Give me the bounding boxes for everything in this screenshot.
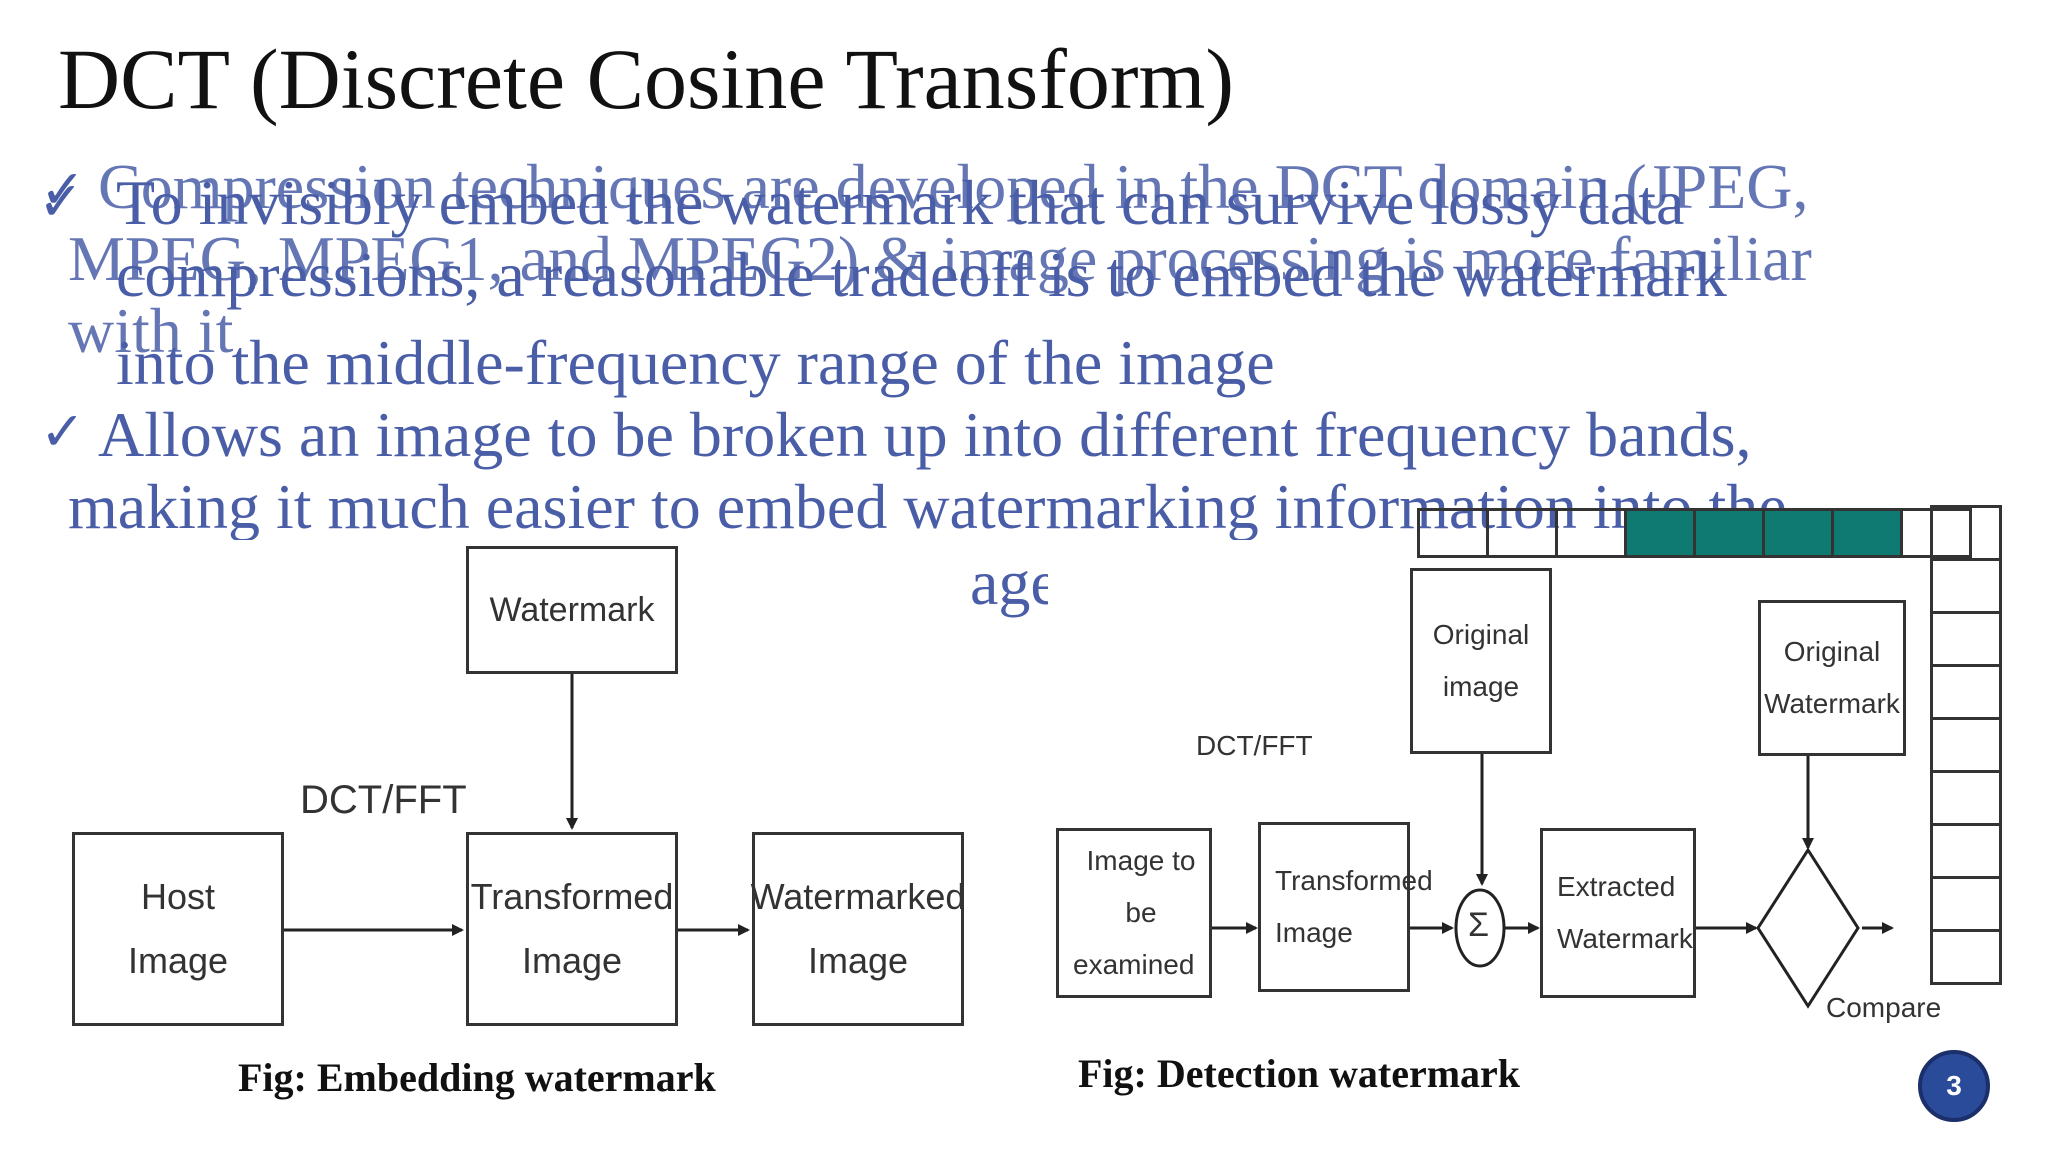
- sum-symbol: Σ: [1468, 906, 1490, 944]
- check-mark-icon: ✓: [40, 158, 86, 221]
- grid-top-row: [1417, 508, 1972, 558]
- check-mark-icon: ✓: [38, 170, 84, 233]
- bullet1-a-line2: MPEG, MPEG1, and MPEG2) & image processi…: [68, 223, 1812, 294]
- grid-cell: [1930, 770, 2002, 826]
- grid-cell: [1930, 505, 2002, 561]
- bullet1-b-line3: into the middle-frequency range of the i…: [116, 327, 1275, 398]
- check-mark-icon: ✓: [40, 400, 86, 463]
- bullet-area: ✓ ✓ Compression techniques are developed…: [0, 0, 2048, 540]
- detection-caption: Fig: Detection watermark: [1078, 1051, 1521, 1096]
- image-to-be-examined-line1: Image to be: [1086, 845, 1196, 928]
- host-image-line1: Host: [140, 876, 216, 917]
- embedding-dct-fft-label: DCT/FFT: [300, 778, 467, 822]
- grid-cell-teal: [1831, 508, 1903, 558]
- watermark-box: Watermark: [466, 546, 678, 674]
- transformed-image-box: Transformed Image: [466, 832, 678, 1026]
- grid-cell-teal: [1624, 508, 1696, 558]
- bullet1-b-line1: To invisibly embed the watermark that ca…: [116, 167, 1685, 238]
- grid-cell: [1900, 508, 1972, 558]
- original-watermark-line1: Original: [1783, 636, 1881, 667]
- grid-cell: [1417, 508, 1489, 558]
- compare-diamond: [1756, 847, 1860, 1009]
- bullet1-a-line1: Compression techniques are developed in …: [98, 151, 1809, 222]
- grid-cell-teal: [1693, 508, 1765, 558]
- grid-cell: [1930, 929, 2002, 985]
- page-number-badge: 3: [1918, 1050, 1990, 1122]
- detection-transformed-line2: Image: [1275, 917, 1353, 948]
- bullet2-line2: making it much easier to embed watermark…: [68, 471, 1787, 540]
- transformed-image-line2: Image: [521, 940, 623, 981]
- detection-transformed-image-box: Transformed Image: [1258, 822, 1433, 992]
- embedding-caption: Fig: Embedding watermark: [238, 1055, 716, 1100]
- bullet1-b-line2: compressions, a reasonable tradeoff is t…: [116, 239, 1727, 310]
- bullet1-a-line3: with it: [68, 295, 234, 366]
- detection-transformed-line1: Transformed: [1275, 865, 1433, 896]
- grid-cell: [1930, 876, 2002, 932]
- original-image-line2: image: [1442, 671, 1520, 702]
- grid-cell: [1930, 823, 2002, 879]
- grid-cell: [1930, 558, 2002, 614]
- grid-cell: [1930, 611, 2002, 667]
- extracted-watermark-line1: Extracted: [1557, 871, 1676, 902]
- watermark-label: Watermark: [489, 590, 655, 629]
- host-image-line2: Image: [127, 940, 229, 981]
- transformed-image-line1: Transformed: [470, 876, 674, 917]
- host-image-box: Host Image: [72, 832, 284, 1026]
- watermarked-image-box: Watermarked Image: [750, 832, 966, 1026]
- sum-circle: [1454, 888, 1506, 968]
- original-watermark-line2: Watermark: [1764, 688, 1900, 719]
- image-to-be-examined-line2: examined: [1073, 949, 1195, 980]
- extracted-watermark-box: Extracted Watermark: [1540, 828, 1696, 998]
- grid-cell: [1555, 508, 1627, 558]
- extracted-watermark-line2: Watermark: [1557, 923, 1693, 954]
- grid-cell: [1930, 717, 2002, 773]
- original-image-box: Original image: [1410, 568, 1552, 754]
- grid-cell: [1930, 664, 2002, 720]
- compare-label: Compare: [1826, 992, 1942, 1023]
- original-image-line1: Original: [1432, 619, 1530, 650]
- bullet2-line3-fragment: age: [970, 547, 1048, 618]
- watermarked-image-line1: Watermarked: [750, 876, 966, 917]
- detection-dct-fft-label: DCT/FFT: [1196, 730, 1313, 761]
- watermarked-image-line2: Image: [807, 940, 909, 981]
- bullet2-line1: Allows an image to be broken up into dif…: [98, 399, 1752, 470]
- grid-cell-teal: [1762, 508, 1834, 558]
- grid-cell: [1486, 508, 1558, 558]
- slide-title: DCT (Discrete Cosine Transform): [58, 31, 1235, 127]
- original-watermark-box: Original Watermark: [1758, 600, 1906, 756]
- image-to-be-examined-box: Image to be examined: [1056, 828, 1212, 998]
- grid-side-column: [1930, 505, 2002, 985]
